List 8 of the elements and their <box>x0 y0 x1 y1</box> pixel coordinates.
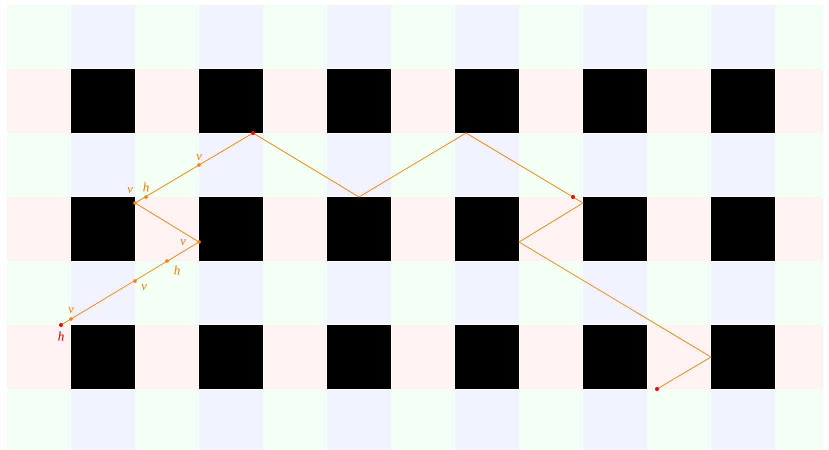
point-label: h <box>58 332 64 341</box>
point-label: v <box>68 306 74 314</box>
point-label: h <box>174 266 180 275</box>
point-label: h <box>143 182 149 192</box>
point-label: v <box>180 238 186 246</box>
point-label: v <box>127 186 133 194</box>
point-label: v <box>141 284 147 290</box>
point-label: v <box>196 154 202 160</box>
